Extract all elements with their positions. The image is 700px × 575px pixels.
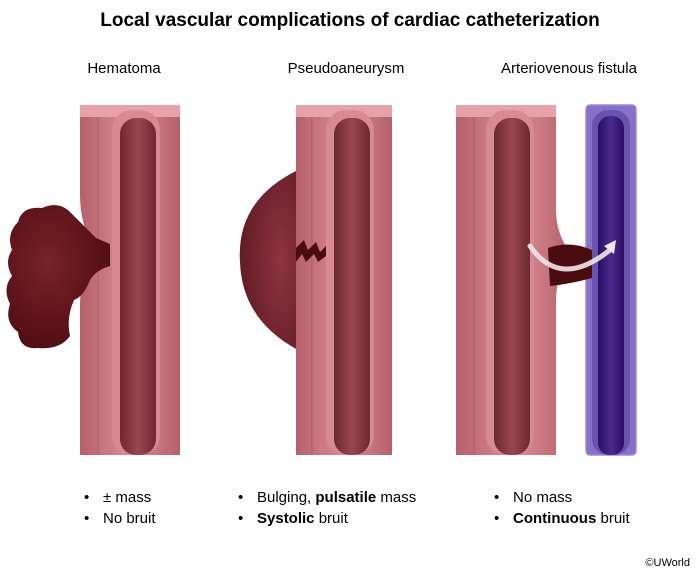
av-fistula-connection	[548, 244, 592, 286]
finding-item: No mass	[494, 487, 630, 508]
copyright-notice: ©UWorld	[645, 557, 690, 569]
hematoma-vessel	[80, 105, 180, 455]
hematoma-findings: ± mass No bruit	[84, 487, 156, 529]
flow-arrow-icon	[527, 240, 616, 272]
hematoma-blood-mass	[6, 205, 111, 349]
diagram-title: Local vascular complications of cardiac …	[100, 10, 600, 31]
av-fistula-label: Arteriovenous fistula	[501, 60, 637, 77]
finding-item: Bulging, pulsatile mass	[238, 487, 416, 508]
av-fistula-vein	[585, 104, 637, 456]
finding-item: ± mass	[84, 487, 156, 508]
finding-item: Systolic bruit	[238, 508, 416, 529]
pseudoaneurysm-vessel	[296, 105, 392, 455]
finding-item: Continuous bruit	[494, 508, 630, 529]
av-fistula-findings: No mass Continuous bruit	[494, 487, 630, 529]
pseudoaneurysm-findings: Bulging, pulsatile mass Systolic bruit	[238, 487, 416, 529]
pseudoaneurysm-label: Pseudoaneurysm	[287, 60, 405, 77]
pseudoaneurysm-wall-tear	[296, 240, 326, 262]
av-fistula-artery	[456, 105, 572, 455]
finding-item: No bruit	[84, 508, 156, 529]
pseudoaneurysm-bulge	[239, 170, 298, 350]
hematoma-label: Hematoma	[87, 60, 161, 77]
